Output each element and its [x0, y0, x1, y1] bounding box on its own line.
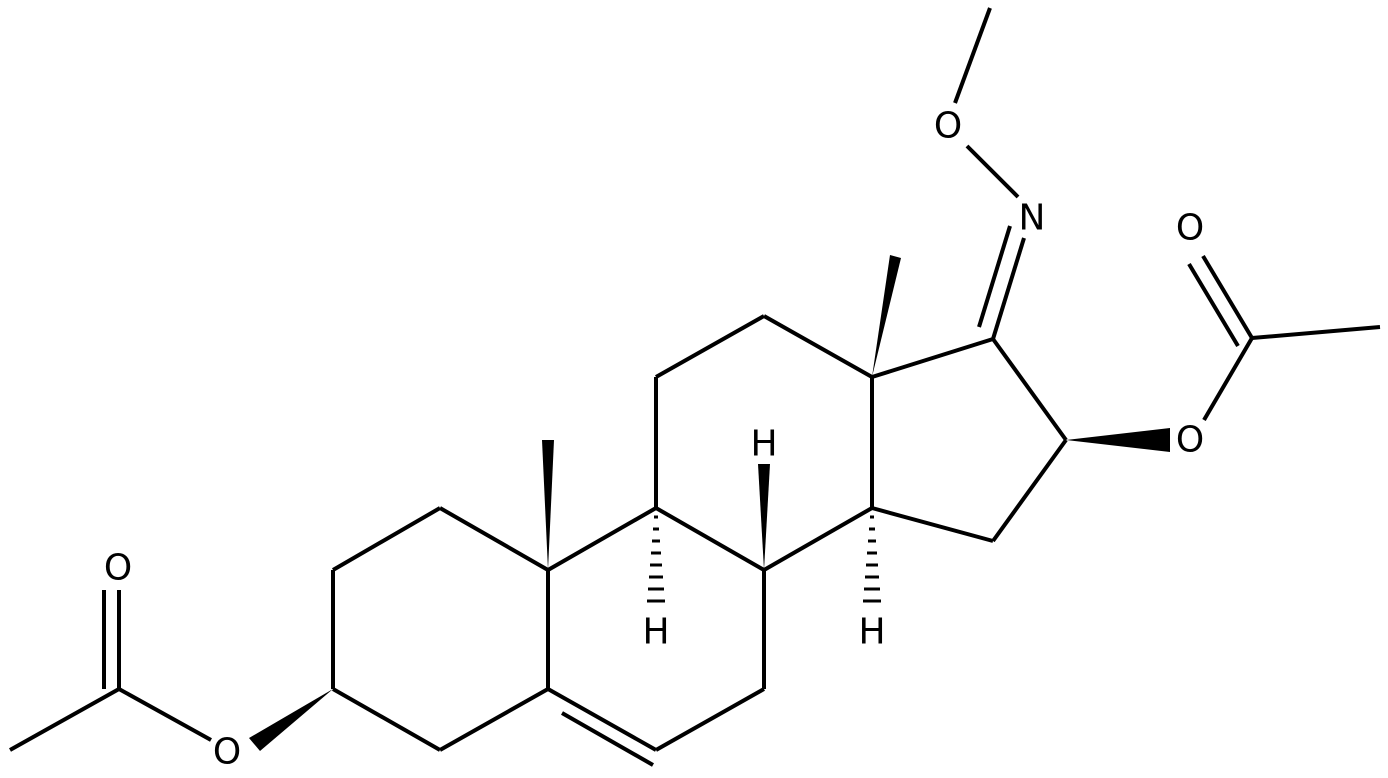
bond: [331, 506, 442, 572]
wedge-bond: [249, 689, 333, 751]
atom-label-o-methoxy: O: [934, 106, 962, 147]
bond-double-inner: [1187, 262, 1240, 348]
hash-set: [647, 515, 881, 603]
bond-double-inner: [561, 711, 654, 767]
atom-label-o-carbonyl-right: O: [1176, 208, 1204, 249]
bond-set: [9, 7, 1381, 767]
bond: [439, 687, 549, 752]
wedge-bond: [1066, 428, 1170, 452]
atom-label-h-c9: H: [642, 612, 669, 653]
atom-label-h-c14: H: [858, 612, 885, 653]
wedge-bond: [542, 440, 554, 570]
bond-double-inner: [977, 225, 1012, 328]
wedge-bond: [758, 464, 770, 570]
bond: [763, 314, 873, 379]
bond: [9, 687, 120, 752]
bond: [953, 7, 992, 104]
atom-labels: O N O O O O H H H: [104, 106, 1204, 773]
bond: [871, 506, 994, 543]
atom-label-o-ester-right: O: [1176, 420, 1204, 461]
bond: [1201, 254, 1254, 340]
bond: [655, 687, 765, 752]
bond: [655, 314, 765, 379]
bond: [991, 438, 1068, 543]
bond: [332, 687, 441, 752]
bond: [547, 687, 657, 752]
bond: [871, 337, 994, 379]
bond: [547, 506, 657, 572]
wedge-set: [249, 255, 1170, 751]
bond: [1251, 325, 1381, 340]
bond: [439, 506, 549, 572]
bond: [1202, 336, 1254, 422]
atom-label-n-oxime: N: [1019, 198, 1046, 239]
bond: [991, 237, 1026, 340]
bond: [763, 506, 873, 572]
atom-label-o-ester-left: O: [213, 732, 241, 773]
bond: [991, 337, 1068, 442]
bond: [118, 687, 212, 742]
atom-label-h-c8: H: [750, 424, 777, 465]
bond: [965, 144, 1020, 199]
bond: [655, 506, 765, 572]
wedge-bond: [872, 255, 901, 377]
atom-label-o-carbonyl-left: O: [104, 548, 132, 589]
